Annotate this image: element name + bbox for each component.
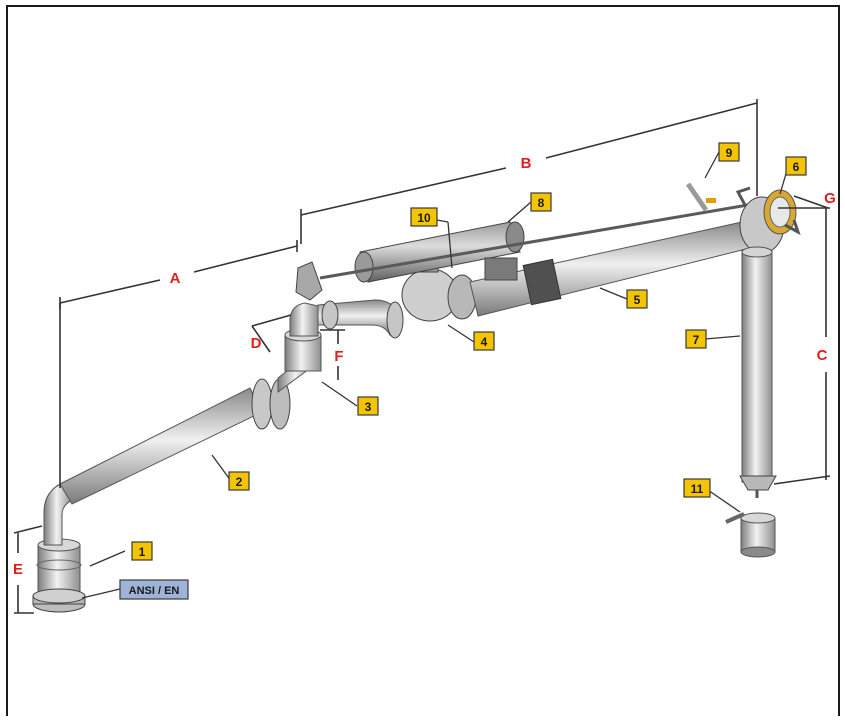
dim-label-d: D — [251, 335, 262, 352]
callout-3: 3 — [357, 396, 379, 416]
callout-3-label: 3 — [365, 400, 372, 414]
callouts: 1 2 3 4 5 6 7 8 — [119, 142, 807, 600]
callout-9-label: 9 — [726, 146, 733, 160]
callout-10-label: 10 — [417, 211, 431, 225]
loading-arm — [32, 182, 801, 613]
dim-label-g: G — [824, 190, 836, 207]
callout-4-label: 4 — [481, 335, 488, 349]
callout-7: 7 — [685, 329, 707, 349]
callout-1-label: 1 — [139, 545, 146, 559]
dim-label-e: E — [13, 561, 23, 578]
callout-6-label: 6 — [793, 160, 800, 174]
callout-10: 10 — [410, 207, 438, 227]
callout-11: 11 — [683, 478, 711, 498]
dim-label-f: F — [334, 348, 343, 365]
dim-label-c: C — [817, 347, 828, 364]
inner-arm-flange — [251, 378, 273, 430]
callout-2: 2 — [228, 471, 250, 491]
dim-label-b: B — [521, 155, 532, 172]
callout-4: 4 — [473, 331, 495, 351]
dim-label-a: A — [170, 270, 181, 287]
callout-8-label: 8 — [538, 196, 545, 210]
operating-rod — [319, 203, 749, 280]
callout-8: 8 — [530, 192, 552, 212]
callout-1: 1 — [131, 541, 153, 561]
callout-5-label: 5 — [634, 293, 641, 307]
dimension-lines — [13, 99, 831, 614]
callout-11-label: 11 — [691, 482, 704, 496]
flange-standard-callout: ANSI / EN — [119, 579, 189, 600]
callout-9: 9 — [718, 142, 740, 162]
frame-border — [6, 5, 840, 721]
flange-standard-label: ANSI / EN — [129, 585, 180, 597]
callout-7-label: 7 — [693, 333, 700, 347]
callout-leaders — [81, 151, 789, 599]
callout-6: 6 — [785, 156, 807, 176]
balance-bracket — [295, 261, 323, 301]
callout-2-label: 2 — [236, 475, 243, 489]
dimension-labels: A B C D E F G — [13, 155, 836, 578]
drop-pipe — [741, 249, 773, 483]
callout-5: 5 — [626, 289, 648, 309]
